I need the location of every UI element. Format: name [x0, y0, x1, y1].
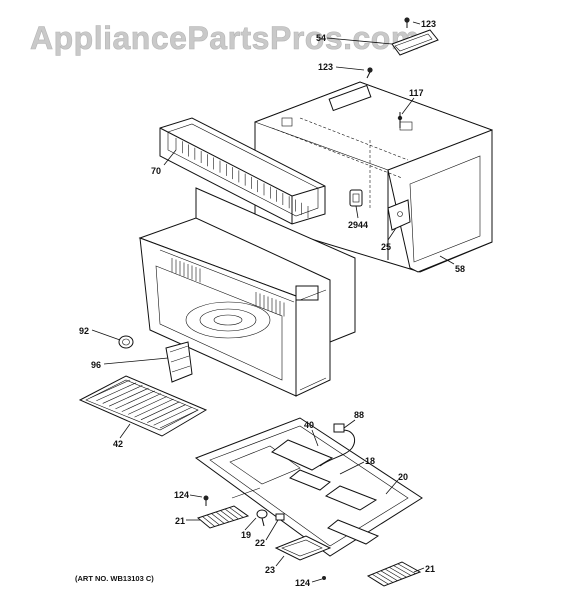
label-part-25: 25 — [381, 242, 391, 252]
cavity-vents — [171, 258, 285, 317]
label-part-123: 123 — [318, 62, 333, 72]
label-part-21: 21 — [425, 564, 435, 574]
label-part-40: 40 — [304, 420, 314, 430]
label-part-19: 19 — [241, 530, 251, 540]
label-part-54: 54 — [316, 33, 326, 43]
lamp-19 — [256, 509, 268, 527]
label-part-124: 124 — [174, 490, 189, 500]
label-part-70: 70 — [151, 166, 161, 176]
label-part-92: 92 — [79, 326, 89, 336]
rack-42 — [78, 375, 208, 437]
cover-96 — [165, 341, 193, 383]
label-part-123: 123 — [421, 19, 436, 29]
label-part-21: 21 — [175, 516, 185, 526]
base-plate — [194, 417, 423, 557]
leader-lines — [91, 21, 455, 583]
label-part-18: 18 — [365, 456, 375, 466]
screws-top — [366, 17, 410, 128]
filter-mesh — [202, 507, 416, 585]
outer-case — [254, 81, 493, 273]
label-part-96: 96 — [91, 360, 101, 370]
inner-cavity — [138, 187, 356, 397]
label-part-2944: 2944 — [348, 220, 368, 230]
label-part-22: 22 — [255, 538, 265, 548]
label-part-117: 117 — [409, 88, 424, 98]
bracket-25 — [387, 199, 411, 231]
vent-grille — [159, 117, 326, 225]
label-part-23: 23 — [265, 565, 275, 575]
screws-124 — [203, 495, 326, 580]
label-part-124: 124 — [295, 578, 310, 588]
watermark-text: AppliancePartsPros.com — [30, 20, 420, 56]
lens-23 — [274, 535, 332, 561]
label-part-42: 42 — [113, 439, 123, 449]
filter-21-left — [196, 505, 250, 529]
label-part-58: 58 — [455, 264, 465, 274]
art-number: (ART NO. WB13103 C) — [75, 574, 154, 583]
grille-slots — [175, 138, 309, 218]
knob-92 — [118, 335, 134, 349]
top-bracket — [391, 29, 439, 56]
socket-22 — [275, 513, 285, 521]
latch-2944 — [349, 189, 363, 207]
label-part-88: 88 — [354, 410, 364, 420]
label-part-20: 20 — [398, 472, 408, 482]
rack-wires — [89, 379, 199, 429]
